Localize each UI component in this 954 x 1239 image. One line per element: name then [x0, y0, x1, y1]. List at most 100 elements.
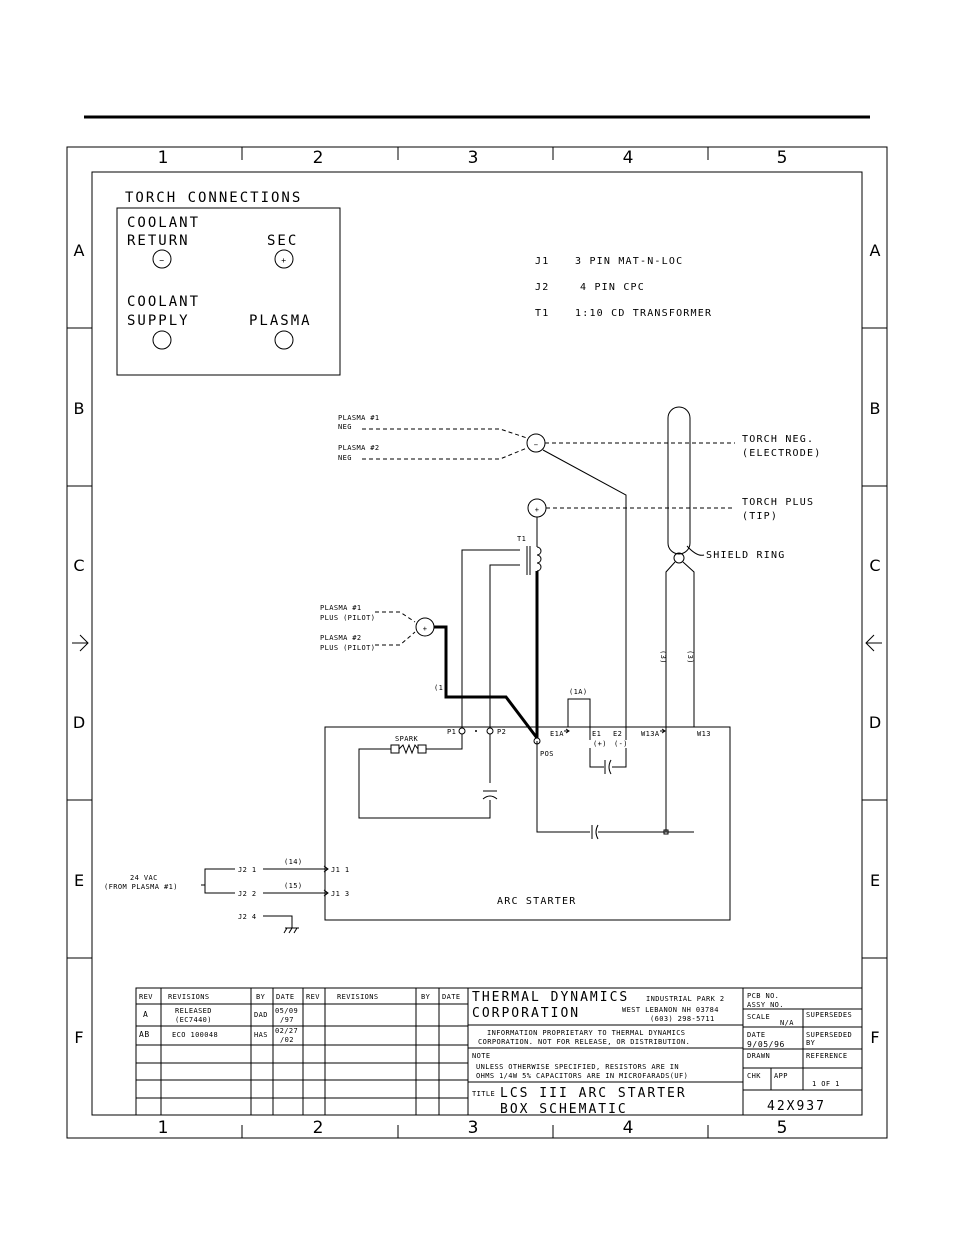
- rev-header-2: REV: [306, 993, 320, 1001]
- pos-label: POS: [540, 750, 554, 758]
- rev-a: A: [143, 1010, 148, 1019]
- legend-t1-desc: 1:10 CD TRANSFORMER: [575, 308, 712, 319]
- p2-terminal: [486, 727, 494, 735]
- j2-4-label: J2 4: [238, 913, 256, 921]
- coolant-return-line1: COOLANT: [127, 215, 200, 231]
- sheet-number: 1 OF 1: [812, 1080, 840, 1088]
- e2-sign: (-): [614, 740, 628, 748]
- grid-row-c-left: C: [73, 556, 84, 575]
- rev-a-desc-2: (EC7440): [175, 1016, 212, 1024]
- rev-a-desc-1: RELEASED: [175, 1007, 212, 1015]
- svg-text:+: +: [535, 506, 540, 514]
- wire-3-right: (3): [686, 650, 694, 664]
- coolant-return-line2: RETURN: [127, 233, 190, 249]
- grid-col-2-top: 2: [313, 148, 324, 168]
- phone-number: (603) 298-5711: [650, 1015, 715, 1023]
- e1a-label: E1A: [550, 730, 564, 738]
- drawing-title-line2: BOX SCHEMATIC: [500, 1102, 628, 1117]
- drawn-label: DRAWN: [747, 1052, 770, 1060]
- revisions-header-2: REVISIONS: [337, 993, 379, 1001]
- torch-body: [667, 406, 691, 555]
- by-header-2: BY: [421, 993, 431, 1001]
- plasma1-plus-line1: PLASMA #1: [320, 604, 362, 612]
- rev-a-date-1: 05/09: [275, 1007, 298, 1015]
- svg-text:−: −: [534, 441, 539, 449]
- rev-a-date-2: /97: [280, 1016, 294, 1024]
- rev-a-by: DAD: [254, 1011, 268, 1019]
- reference-label: REFERENCE: [806, 1052, 848, 1060]
- rev-ab: AB: [139, 1030, 150, 1039]
- superseded-by-line1: SUPERSEDED: [806, 1031, 852, 1039]
- e1-label: E1: [592, 730, 601, 738]
- scale-value: N/A: [780, 1019, 794, 1027]
- sec-connector: [274, 249, 294, 269]
- j2-1-label: J2 1: [238, 866, 256, 874]
- row-ticks: [67, 327, 887, 959]
- coolant-supply-line1: COOLANT: [127, 294, 200, 310]
- torch-plus-line2: (TIP): [742, 511, 778, 522]
- grid-row-d-right: D: [869, 713, 881, 732]
- plasma2-plus-line1: PLASMA #2: [320, 634, 362, 642]
- rev-ab-by: HAS: [254, 1031, 268, 1039]
- grid-col-5-bottom: 5: [777, 1118, 788, 1138]
- torch-schematic: PLASMA #1 NEG PLASMA #2 NEG − TORCH NEG.…: [104, 406, 821, 934]
- wire-3-left: (3): [659, 650, 667, 664]
- date-header-1: DATE: [276, 993, 294, 1001]
- plasma-label: PLASMA: [249, 313, 312, 329]
- grid-col-5-top: 5: [777, 148, 788, 168]
- grid-col-4-top: 4: [623, 148, 634, 168]
- title-label: TITLE: [472, 1090, 495, 1098]
- app-label: APP: [774, 1072, 788, 1080]
- date-value: 9/05/96: [747, 1040, 785, 1049]
- proprietary-line1: INFORMATION PROPRIETARY TO THERMAL DYNAM…: [487, 1029, 685, 1037]
- outer-frame: [66, 146, 888, 1139]
- grid-row-d-left: D: [73, 713, 85, 732]
- rev-ab-desc: ECO 100048: [172, 1031, 218, 1039]
- arc-starter-box: [324, 726, 731, 921]
- note-line2: OHMS 1/4W 5% CAPACITORS ARE IN MICROFARA…: [476, 1072, 688, 1080]
- torch-neg-line2: (ELECTRODE): [742, 448, 821, 459]
- coolant-supply-connector: [152, 330, 172, 350]
- shield-ring: [673, 552, 685, 564]
- grid-col-1-bottom: 1: [158, 1118, 169, 1138]
- coolant-return-connector: [152, 249, 172, 269]
- j1-3-label: J1 3: [331, 890, 349, 898]
- grid-row-f-right: F: [870, 1028, 879, 1047]
- plasma2-plus-line2: PLUS (PILOT): [320, 644, 375, 652]
- supersedes-label: SUPERSEDES: [806, 1011, 852, 1019]
- svg-text:+: +: [423, 625, 428, 633]
- rev-header-1: REV: [139, 993, 153, 1001]
- spark-label: SPARK: [395, 735, 418, 743]
- w13-label: W13: [697, 730, 711, 738]
- plasma1-neg-line2: NEG: [338, 423, 352, 431]
- coolant-supply-line2: SUPPLY: [127, 313, 190, 329]
- grid-col-3-top: 3: [468, 148, 479, 168]
- company-name: THERMAL DYNAMICS: [472, 990, 629, 1005]
- plasma2-neg-line2: NEG: [338, 454, 352, 462]
- e2-label: E2: [613, 730, 622, 738]
- torch-plus-line1: TORCH PLUS: [742, 497, 814, 508]
- p2-label: P2: [497, 728, 506, 736]
- j1-1-label: J1 1: [331, 866, 349, 874]
- grid-row-b-left: B: [74, 399, 85, 418]
- plasma-connector: [274, 330, 294, 350]
- wire-14-label: (14): [284, 858, 302, 866]
- title-block: REV REVISIONS BY DATE REV REVISIONS BY D…: [135, 987, 863, 1117]
- torch-connections-box: [116, 207, 341, 376]
- grid-col-3-bottom: 3: [468, 1118, 479, 1138]
- rev-ab-date-2: /02: [280, 1036, 294, 1044]
- address-line1: INDUSTRIAL PARK 2: [646, 995, 724, 1003]
- note-label: NOTE: [472, 1052, 490, 1060]
- grid-col-2-bottom: 2: [313, 1118, 324, 1138]
- date-label: DATE: [747, 1031, 765, 1039]
- grid-row-a-left: A: [74, 241, 85, 260]
- w13a-label: W13A: [641, 730, 660, 738]
- plasma1-neg-line1: PLASMA #1: [338, 414, 380, 422]
- wire-15-label: (15): [284, 882, 302, 890]
- coolant-return-sign: −: [159, 256, 164, 265]
- pcb-no-label: PCB NO.: [747, 992, 779, 1000]
- grid-row-c-right: C: [869, 556, 880, 575]
- from-plasma-label: (FROM PLASMA #1): [104, 883, 178, 891]
- sec-label: SEC: [267, 233, 298, 249]
